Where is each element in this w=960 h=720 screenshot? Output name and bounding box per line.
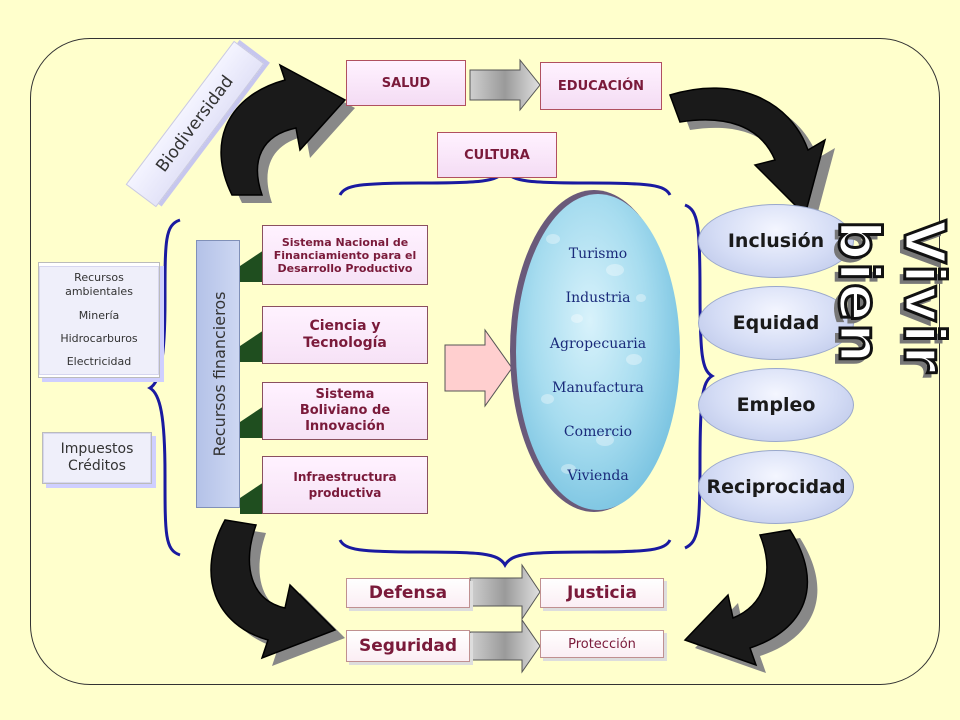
arrow-systems-sectors [444,328,513,408]
educacion-box: EDUCACIÓN [540,62,662,110]
sector-vivienda: Vivienda [567,468,629,484]
sistema-boliviano-label: Sistema Boliviano de Innovación [299,387,391,434]
sector-turismo: Turismo [568,246,628,262]
brace-bottom [338,539,672,568]
seguridad-box: Seguridad [346,630,470,662]
cultura-box: CULTURA [437,132,557,178]
justicia-box: Justicia [540,578,664,608]
impuestos-label: Impuestos [60,441,134,457]
seguridad-label: Seguridad [358,636,458,656]
wedge-3 [240,406,264,438]
sector-agropecuaria: Agropecuaria [549,336,647,352]
wedge-1 [240,250,264,282]
salud-label: SALUD [381,75,431,91]
ciencia-tecnologia-box: Ciencia y Tecnología [262,306,428,364]
wedge-4 [240,482,264,514]
brace-left [147,218,181,557]
hidrocarburos: Hidrocarburos [60,331,138,345]
sectors-ellipse: Turismo Industria Agropecuaria Manufactu… [516,194,680,510]
arrow-salud-educacion [469,58,541,112]
infraestructura-box: Infraestructura productiva [262,456,428,514]
educacion-label: EDUCACIÓN [557,78,645,94]
wedge-2 [240,330,264,362]
sector-industria: Industria [565,290,631,306]
proteccion-label: Protección [568,636,636,652]
sistema-boliviano-box: Sistema Boliviano de Innovación [262,382,428,440]
equidad-ellipse: Equidad [698,286,854,360]
sector-comercio: Comercio [563,424,633,440]
recursos-ambientales: Recursos ambientales [65,270,133,298]
defensa-label: Defensa [368,583,448,603]
impuestos-box: Impuestos Créditos [42,432,152,484]
empleo-ellipse: Empleo [698,368,854,442]
empleo-label: Empleo [736,394,816,416]
outer-frame [30,38,940,685]
sistema-nacional-label: Sistema Nacional de Financiamiento para … [273,235,417,275]
equidad-label: Equidad [732,312,820,334]
curved-arrow-top-right [669,87,835,223]
creditos-label: Créditos [68,458,126,474]
reciprocidad-label: Reciprocidad [706,476,846,498]
arrow-seguridad-proteccion [469,618,541,674]
vivir-bien-wordart: Vivir bien [825,219,958,377]
curved-arrow-bottom-left [210,519,345,666]
salud-box: SALUD [346,60,466,106]
curved-arrow-bottom-right [683,529,818,673]
mineria: Minería [78,308,120,322]
curved-arrow-top-left [220,63,355,203]
recursos-list-box: Recursos ambientales Minería Hidrocarbur… [38,262,160,378]
electricidad: Electricidad [66,354,132,368]
recursos-financieros-label: Recursos financieros [209,291,229,457]
inclusion-ellipse: Inclusión [698,204,854,278]
infraestructura-label: Infraestructura productiva [293,470,397,500]
sistema-nacional-box: Sistema Nacional de Financiamiento para … [262,225,428,285]
sector-manufactura: Manufactura [552,380,644,396]
proteccion-box: Protección [540,630,664,658]
reciprocidad-ellipse: Reciprocidad [698,450,854,524]
recursos-financieros-box: Recursos financieros [196,240,240,508]
justicia-label: Justicia [567,583,637,603]
arrow-defensa-justicia [469,563,541,621]
inclusion-label: Inclusión [727,230,825,252]
cultura-label: CULTURA [464,147,530,163]
ciencia-tecnologia-label: Ciencia y Tecnología [303,318,387,351]
defensa-box: Defensa [346,578,470,608]
